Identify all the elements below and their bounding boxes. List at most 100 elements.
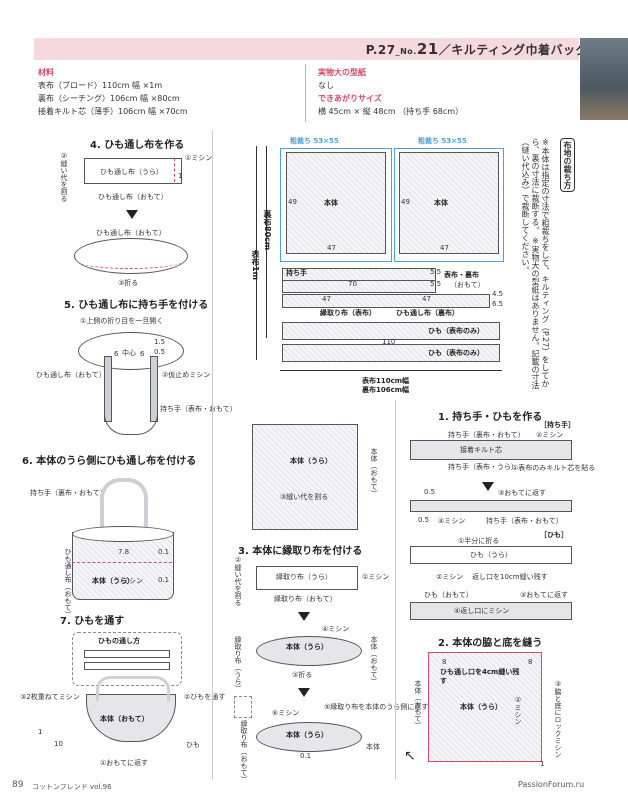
- label: 本体: [366, 743, 380, 751]
- dim-line: [280, 370, 502, 371]
- label: 縁取り布（うら）: [276, 573, 332, 581]
- column-divider: [395, 400, 396, 780]
- section-7-title: 7. ひもを通す: [60, 616, 125, 627]
- label: 持ち手（表布・おもて）: [486, 517, 563, 525]
- dim-7.8: 7.8: [118, 548, 130, 556]
- label: ②縫い代を割る: [60, 152, 68, 202]
- title-bar: [34, 38, 579, 60]
- cutting-layout: 粗裁ち 53×55 粗裁ち 53×55 本体 49 47 本体 49 47 持ち…: [251, 137, 508, 394]
- center-label: 中心: [122, 349, 136, 357]
- size-heading: できあがりサイズ: [318, 94, 382, 103]
- label: ①ミシン: [362, 573, 390, 581]
- handle-fabric-label: 表布・裏布: [444, 271, 479, 279]
- materials-block: 材料 表布（ブロード）110cm 幅 ×1m 裏布（シーチング）106cm 幅 …: [38, 66, 188, 118]
- cord-tag: ［ひも］: [540, 531, 568, 539]
- stitch-line: [174, 158, 175, 182]
- cord-line: [84, 662, 170, 670]
- cord-guide-title: ひもの通し方: [98, 637, 140, 645]
- dim-0.5: 0.5: [418, 516, 430, 524]
- label: 縁取り布（うら）: [234, 636, 242, 692]
- handle-pair: [100, 478, 148, 538]
- label: 本体（おもて）: [100, 715, 149, 723]
- label: 縁取り布（おもて）: [240, 720, 248, 783]
- dim-70: 70: [348, 280, 357, 288]
- dim-47: 47: [440, 244, 449, 252]
- edge-cloth-label: 縁取り布（表布）: [320, 309, 376, 317]
- dim-0.5: 0.5: [424, 488, 436, 496]
- dim-1: 1: [178, 172, 183, 180]
- cord-label: ひも（表布のみ）: [428, 327, 484, 335]
- dim-0.1: 0.1: [158, 576, 170, 584]
- handle-fabric-label2: （おもて）: [450, 281, 485, 289]
- label: 持ち手（表布・おもて）: [160, 405, 237, 413]
- dim-10: 10: [54, 740, 63, 748]
- label: ④ミシン: [322, 625, 350, 633]
- dim-47: 47: [327, 244, 336, 252]
- dim-6: 6: [140, 350, 145, 358]
- label: ③脇と底にロックミシン: [554, 680, 562, 758]
- material-line: 接着キルト芯（薄手）106cm 幅 ×70cm: [38, 107, 188, 116]
- label: ③おもてに返す: [520, 591, 568, 599]
- down-arrow-icon: [482, 482, 494, 491]
- label: 縁取り布（おもて）: [274, 595, 337, 603]
- section-2-title: 2. 本体の脇と底を縫う: [438, 638, 543, 649]
- handle-tag: ［持ち手］: [540, 421, 575, 429]
- material-line: 裏布（シーチング）106cm 幅 ×80cm: [38, 94, 180, 103]
- loop-cloth-label: ひも通し布（裏布）: [396, 309, 459, 317]
- divider: [305, 64, 306, 122]
- label: ③おもてに返す: [498, 489, 546, 497]
- label: ②仮止めミシン: [162, 371, 211, 379]
- dim-1: 1: [540, 760, 545, 768]
- label: ひも通し布（おもて）: [98, 193, 168, 201]
- dim-5.5: 5.5: [430, 280, 442, 288]
- label: 返し口を10cm縫い残す: [472, 573, 548, 581]
- handle-strap: [150, 356, 158, 422]
- edge-strip: [282, 294, 490, 308]
- section-1-title: 1. 持ち手・ひもを作る: [438, 412, 543, 423]
- dim-49: 49: [401, 198, 410, 206]
- cord-strip: [282, 322, 500, 340]
- label: 本体（うら）: [92, 577, 134, 585]
- loop-cloth-rect: [84, 158, 182, 184]
- loop-ring: [78, 332, 184, 370]
- dim-6.5: 6.5: [492, 300, 504, 308]
- page-number: 89: [12, 780, 24, 790]
- label: ひも通し布（おもて）: [36, 371, 106, 379]
- cord-label: ひも（表布のみ）: [428, 349, 484, 357]
- label: ②ミシン: [436, 573, 464, 581]
- label: ①表布のみキルト芯を貼る: [512, 464, 596, 472]
- bag-opening: [256, 722, 362, 752]
- pattern-heading: 実物大の型紙: [318, 68, 366, 77]
- body-label: 本体: [324, 199, 338, 207]
- label: ②ミシン: [514, 696, 522, 725]
- label: ②ひもを通す: [184, 693, 226, 701]
- bag-opening: [256, 636, 362, 666]
- label: ①半分に折る: [458, 537, 500, 545]
- label: ①ミシン: [185, 154, 213, 162]
- label: 本体（おもて）: [370, 448, 378, 497]
- body-square: [428, 652, 542, 762]
- stitch-line: [72, 548, 172, 563]
- section-6-title: 6. 本体のうら側にひも通し布を付ける: [22, 456, 197, 467]
- detail-box: [234, 696, 252, 718]
- dim-1: 1: [38, 728, 43, 736]
- dim-47: 47: [322, 295, 331, 303]
- label: ③縫い代を割る: [280, 493, 329, 501]
- label: 接着キルト芯: [460, 446, 502, 454]
- handle-label: 持ち手: [286, 269, 307, 277]
- dim-0.1: 0.1: [300, 752, 312, 760]
- label: ②縫い代を割る: [234, 556, 242, 606]
- body-fabric-square: [252, 424, 358, 530]
- label: ③2枚重ねてミシン: [20, 693, 80, 701]
- handle-strip: [282, 280, 436, 293]
- cord-guide-box: [72, 632, 182, 686]
- body-label: 本体: [434, 199, 448, 207]
- dim-110: 110: [382, 338, 396, 346]
- dim-49: 49: [288, 198, 297, 206]
- cord-line: [84, 650, 170, 658]
- label: 持ち手（表布・うら）: [448, 463, 518, 471]
- label: ひも: [186, 741, 200, 749]
- label: ひも通し口を4cm縫い残す: [440, 668, 520, 685]
- label: 持ち手（裏布・おもて）: [30, 489, 107, 497]
- handle-loop: [104, 414, 158, 435]
